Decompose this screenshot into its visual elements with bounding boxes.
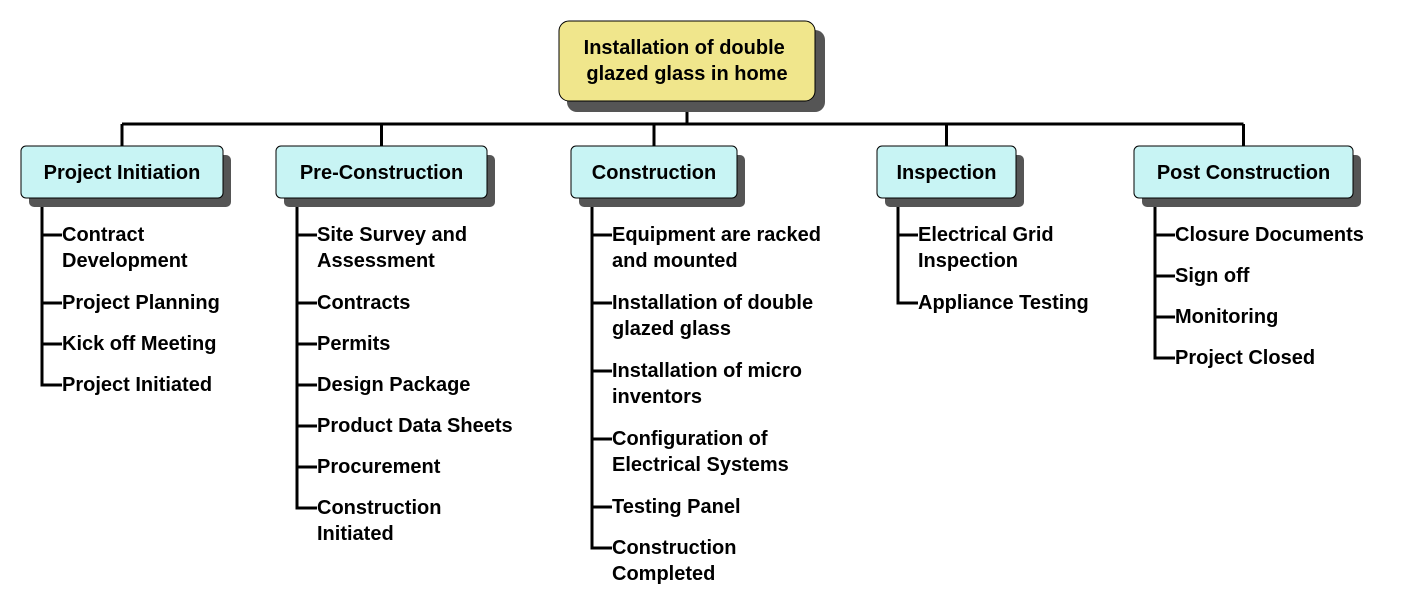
svg-text:Installation of double g: Installation of double glazed glass in h… (584, 37, 791, 85)
phase-box (876, 145, 1017, 199)
root-label-line-2: glazed glass in home (586, 63, 787, 85)
phase-box (20, 145, 224, 199)
task-item: Closure Documents (1175, 224, 1364, 246)
task-item: Construction Initiated (317, 497, 442, 545)
task-item: Installation of double glazed glass (612, 292, 814, 340)
task-item: Equipment are racked and mounted (612, 224, 821, 272)
task-item: Construction Completed (612, 537, 737, 585)
task-item: Kick off Meeting (62, 333, 217, 355)
task-item: Appliance Testing (918, 292, 1089, 314)
task-item: Product Data Sheets (317, 415, 513, 437)
task-item: Sign off (1175, 265, 1250, 287)
root-node-box (558, 20, 816, 102)
task-item: Project Initiated (62, 374, 213, 396)
task-item: Electrical Grid Inspection (918, 224, 1054, 272)
phase-label: Project Initiation (44, 162, 201, 184)
phase-label: Pre-Construction (300, 162, 463, 184)
phase-label: Construction (592, 162, 716, 184)
task-item: Monitoring (1175, 306, 1279, 328)
phase-node-construction: Construction (570, 145, 745, 207)
phase-label: Inspection (896, 162, 996, 184)
phase-node-project-initiation: Project Initiation (20, 145, 231, 207)
phase-node-pre-construction: Pre-Construction (275, 145, 495, 207)
phase-nodes: Project Initiation Pre-Construction Constr… (20, 145, 1361, 207)
phase-node-post-construction: Post Construction (1133, 145, 1361, 207)
task-item: Site Survey and Assessment (317, 224, 468, 272)
phase-box (275, 145, 488, 199)
task-item: Permits (317, 333, 391, 355)
phase-box (570, 145, 738, 199)
task-item: Testing Panel (612, 496, 741, 518)
task-item: Installation of micro inventors (612, 360, 803, 408)
phase-label: Post Construction (1157, 162, 1330, 184)
task-item: Project Closed (1175, 347, 1316, 369)
task-item: Project Planning (62, 292, 220, 314)
task-item: Contracts (317, 292, 411, 314)
task-item: Procurement (317, 456, 441, 478)
phase-node-inspection: Inspection (876, 145, 1024, 207)
task-item: Contract Development (62, 224, 188, 272)
phase-box (1133, 145, 1354, 199)
root-node: Installation of double glazed glass in h… (558, 20, 825, 112)
task-item: Configuration of Electrical Systems (612, 428, 789, 476)
task-item: Design Package (317, 374, 471, 396)
connector-lines (40, 101, 1245, 550)
root-label-line-1: Installation of double (584, 37, 785, 59)
